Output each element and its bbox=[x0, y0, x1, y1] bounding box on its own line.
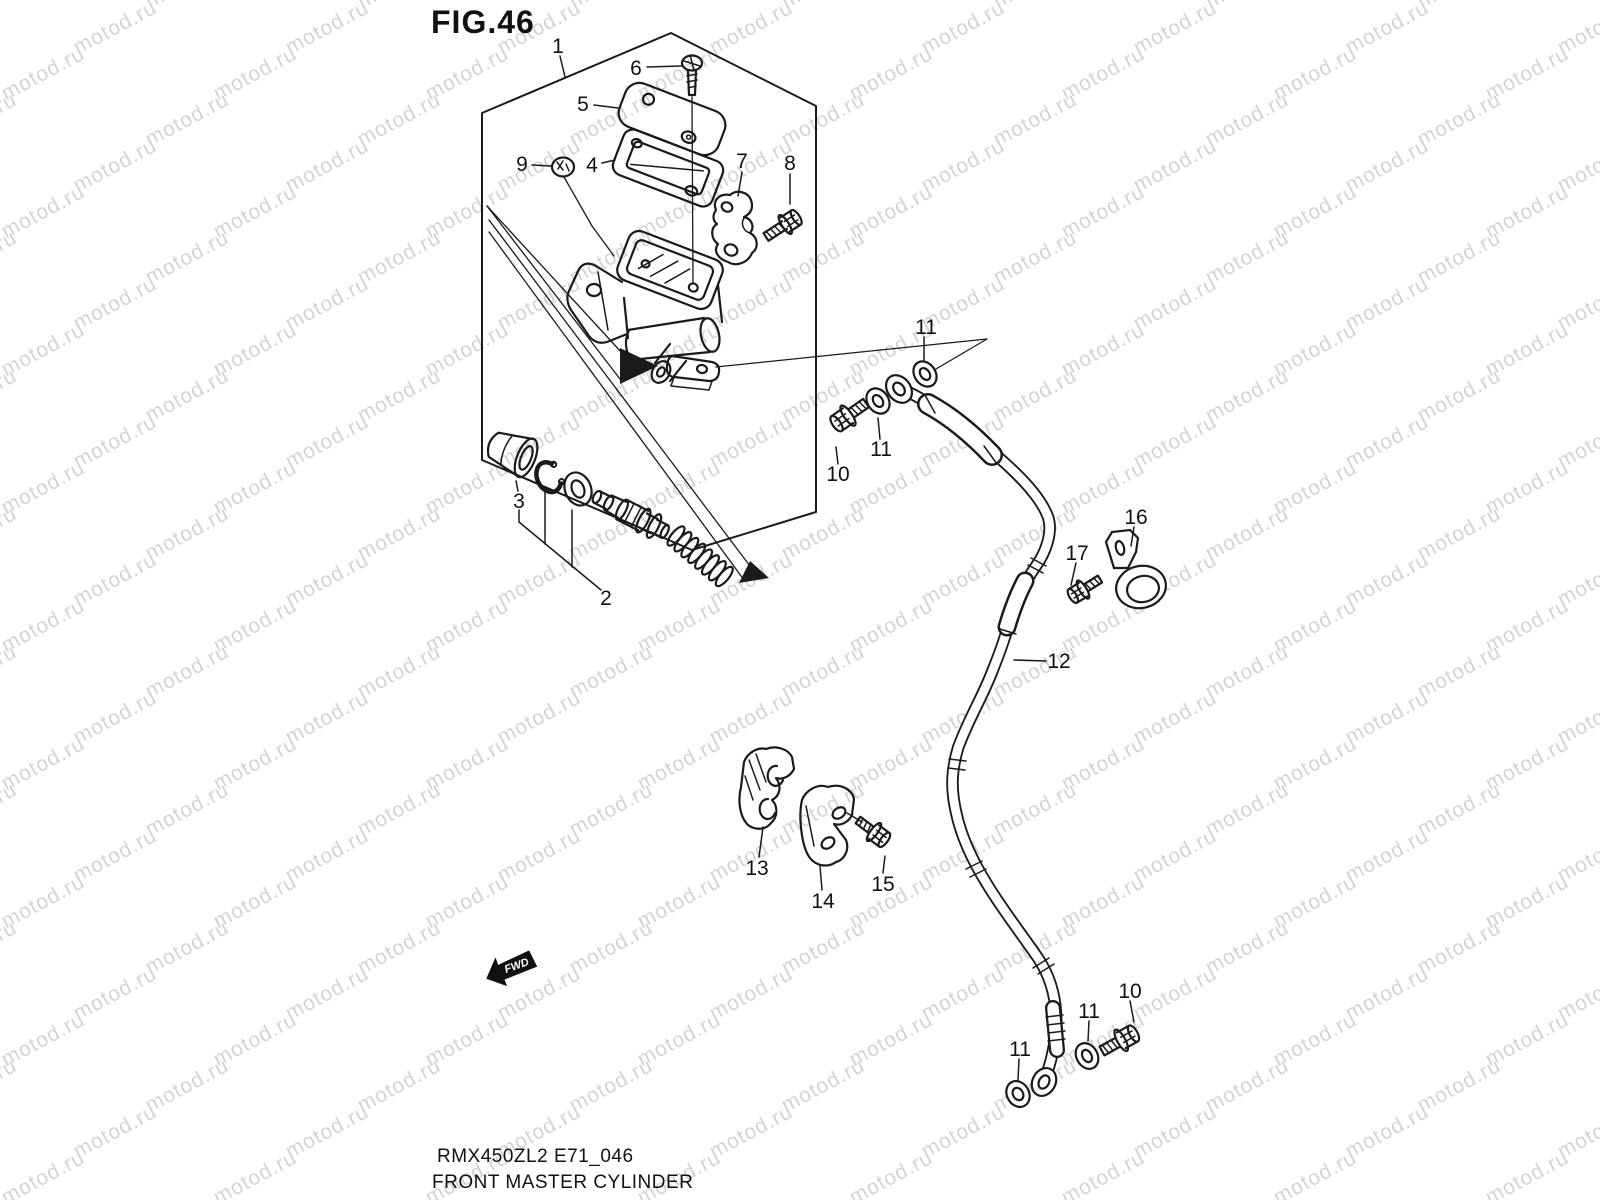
banjo-bolt-lower bbox=[1098, 1024, 1141, 1057]
callout-3: 3 bbox=[513, 490, 525, 513]
callout-16: 16 bbox=[1124, 506, 1147, 529]
figure-name: FRONT MASTER CYLINDER bbox=[432, 1172, 694, 1193]
assembly-box bbox=[481, 32, 817, 551]
piston bbox=[591, 489, 670, 539]
sealing-washer-lower-left bbox=[1005, 1079, 1031, 1109]
sealing-washer-lower-right bbox=[1074, 1042, 1100, 1070]
callout-labels: 1 2 3 4 5 6 7 8 9 10 10 11 11 11 11 12 1… bbox=[513, 35, 1148, 1061]
callout-6: 6 bbox=[630, 57, 642, 80]
hose-guide-1 bbox=[738, 746, 796, 830]
callout-11a: 11 bbox=[915, 316, 937, 339]
banjo-bolt-upper bbox=[829, 397, 870, 433]
piston-washer bbox=[563, 471, 593, 507]
brake-hose bbox=[901, 385, 1066, 1083]
pointer-wedges bbox=[486, 205, 988, 583]
reservoir-cap bbox=[617, 81, 727, 157]
callout-5: 5 bbox=[577, 93, 589, 116]
holder-clamp bbox=[711, 190, 758, 266]
callout-15: 15 bbox=[871, 873, 894, 896]
clamp-bolt bbox=[762, 208, 803, 242]
callout-11c: 11 bbox=[1078, 1000, 1100, 1023]
diaphragm-plate bbox=[611, 128, 725, 208]
circlip bbox=[534, 460, 566, 495]
callout-7: 7 bbox=[736, 150, 748, 173]
callout-11d: 11 bbox=[1009, 1038, 1031, 1061]
leader-lines bbox=[515, 55, 1135, 1081]
guide-bolt-leader bbox=[846, 812, 863, 823]
callout-2: 2 bbox=[600, 587, 612, 610]
callout-4: 4 bbox=[586, 154, 598, 177]
callout-11b: 11 bbox=[870, 438, 892, 461]
hose-clamp bbox=[1104, 528, 1167, 610]
callout-9: 9 bbox=[516, 153, 528, 176]
cap-seal bbox=[550, 156, 615, 257]
guide-bolt bbox=[854, 815, 892, 849]
piston-boot bbox=[486, 431, 539, 479]
model-code: RMX450ZL2 E71_046 bbox=[437, 1146, 634, 1167]
callout-13: 13 bbox=[745, 857, 768, 880]
master-cylinder-body bbox=[566, 229, 724, 391]
callout-14: 14 bbox=[811, 890, 835, 913]
lower-banjo-fitting bbox=[1030, 1067, 1058, 1097]
figure-title: FIG.46 bbox=[431, 4, 535, 40]
callout-12: 12 bbox=[1047, 650, 1070, 673]
fwd-arrow-icon: FWD bbox=[486, 947, 538, 987]
sealing-washer-upper-1 bbox=[912, 360, 938, 388]
callout-1: 1 bbox=[552, 35, 564, 58]
callout-8: 8 bbox=[784, 152, 796, 175]
upper-banjo-fitting bbox=[884, 374, 914, 404]
callout-10a: 10 bbox=[826, 463, 849, 486]
piston-spring bbox=[666, 525, 734, 588]
clamp-screw bbox=[1066, 574, 1104, 605]
callout-17: 17 bbox=[1065, 542, 1088, 565]
hose-guide-2 bbox=[799, 784, 856, 867]
callout-10b: 10 bbox=[1118, 980, 1141, 1003]
